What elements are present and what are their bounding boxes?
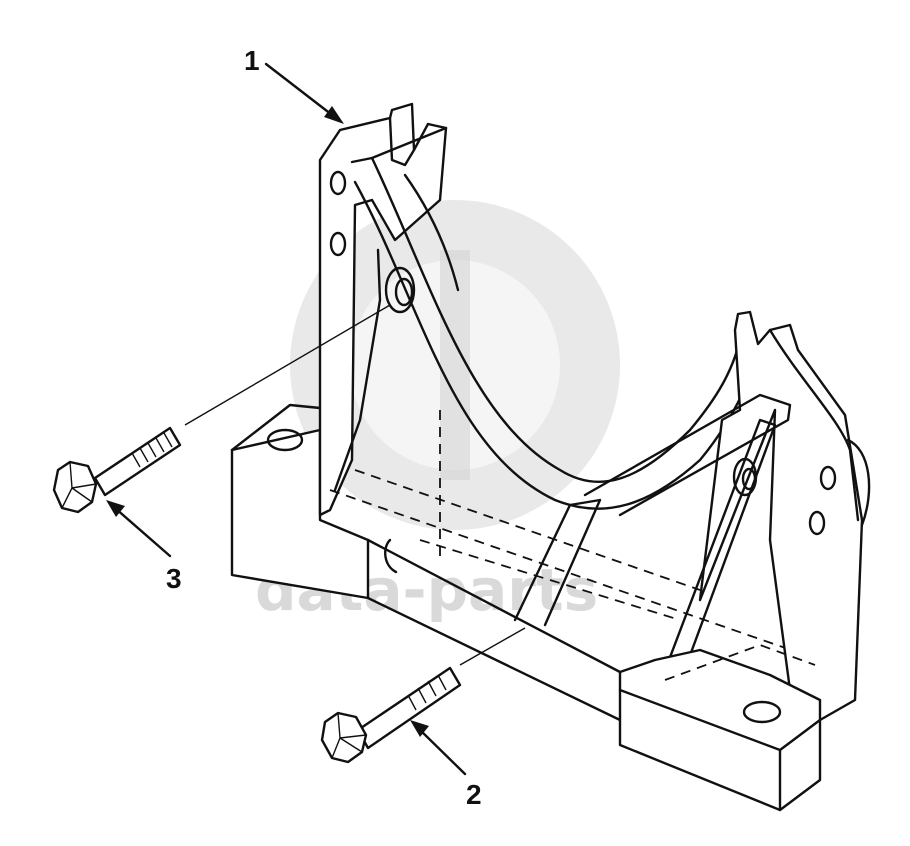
callout-label-1: 1 — [244, 45, 260, 76]
callout-arrows — [106, 62, 467, 776]
bolt-2 — [320, 627, 526, 764]
callout-label-2: 2 — [466, 779, 482, 810]
callout-label-3: 3 — [166, 563, 182, 594]
mounting-bracket — [230, 102, 871, 812]
bolt-3 — [52, 304, 391, 514]
